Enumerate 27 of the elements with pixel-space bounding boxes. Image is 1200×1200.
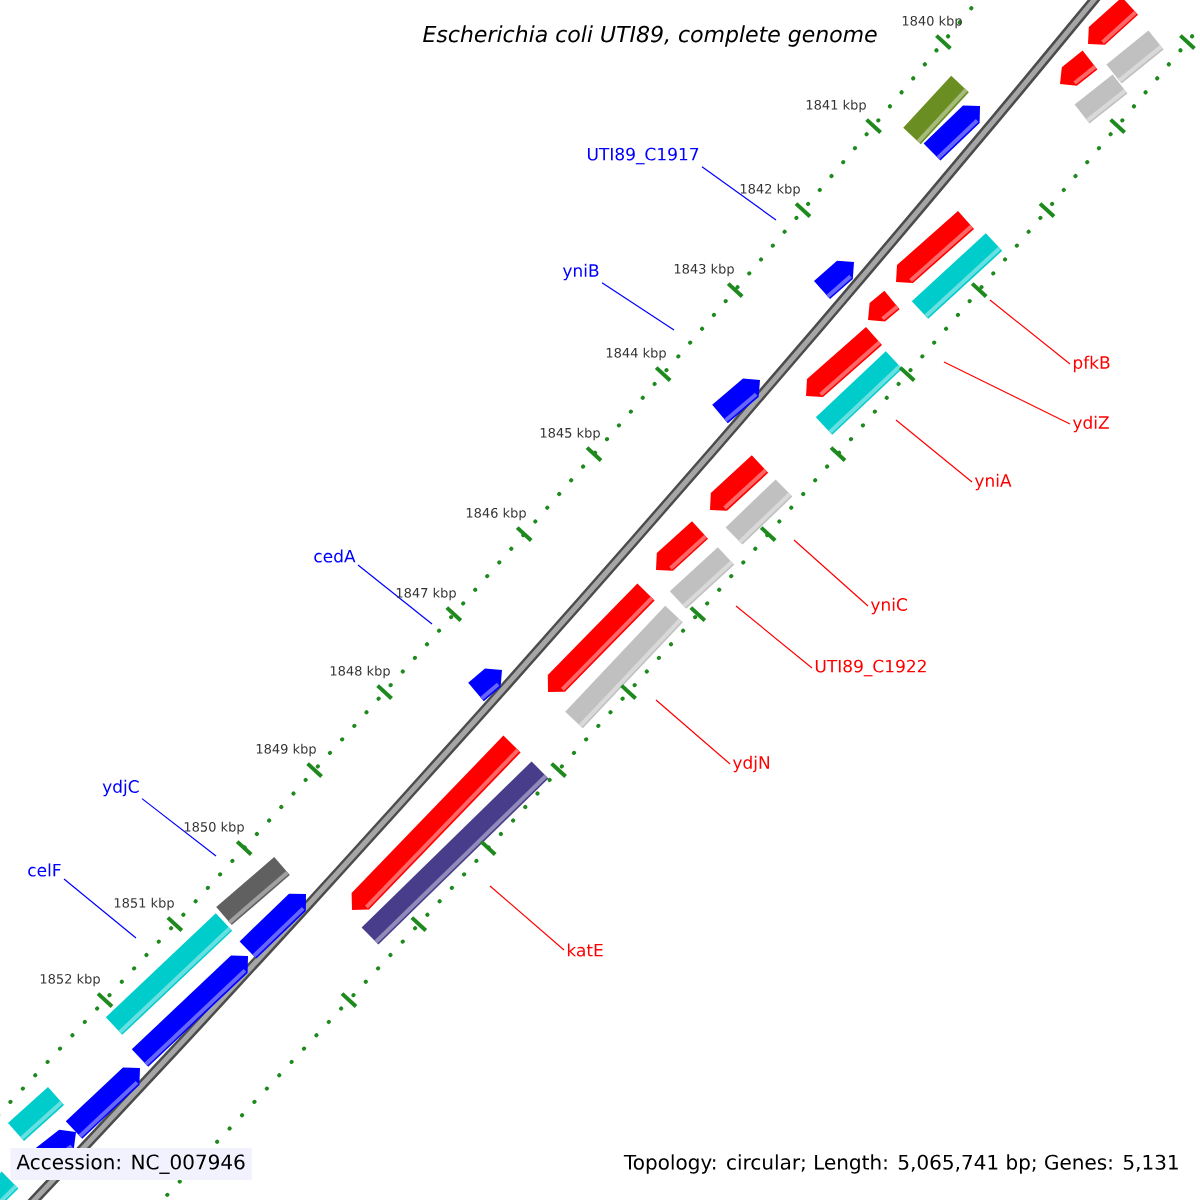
accession-label: Accession: NC_007946 — [10, 1148, 252, 1180]
gene-label: pfkB — [1073, 355, 1110, 373]
leader-line — [489, 885, 565, 951]
gene-label: UTI89_C1917 — [587, 147, 699, 165]
gene-label: ydjC — [102, 779, 139, 797]
leader-line — [793, 539, 869, 607]
leader-line — [701, 166, 777, 221]
leader-line — [943, 361, 1071, 425]
gene-label: yniA — [974, 473, 1012, 491]
leader-line — [735, 605, 813, 669]
leader-line — [989, 299, 1071, 365]
gene-label: celF — [28, 863, 61, 877]
genome-info-label: Topology: circular; Length: 5,065,741 bp; Genes: 5,131 — [619, 1150, 1184, 1178]
gene-label: yniC — [870, 597, 907, 615]
gene-label: UTI89_C1922 — [815, 659, 926, 677]
gene-label: cedA — [314, 549, 356, 563]
leader-line — [63, 878, 137, 939]
gene-label: ydjN — [732, 755, 770, 773]
leader-line — [141, 798, 217, 857]
title: Escherichia coli UTI89, complete genome — [423, 25, 877, 47]
gene-label: ydiZ — [1072, 415, 1109, 433]
leader-line — [895, 419, 973, 483]
leader-line — [601, 282, 675, 331]
leader-line — [655, 699, 731, 765]
leader-line — [357, 564, 433, 625]
gene-label: katE — [567, 943, 603, 957]
gene-label: yniB — [562, 263, 599, 281]
